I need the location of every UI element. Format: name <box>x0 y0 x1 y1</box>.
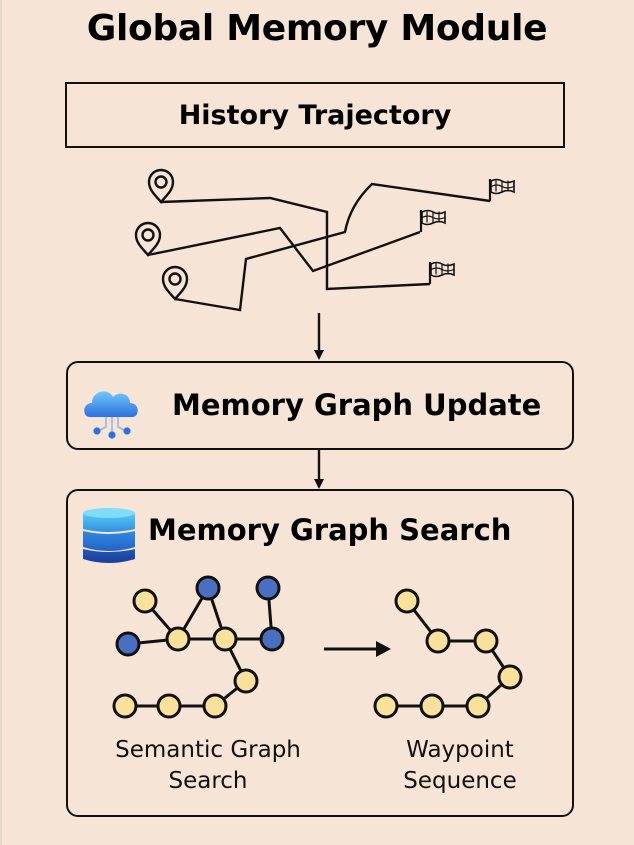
waypoint-node <box>419 693 445 719</box>
graph-node-blue <box>195 575 221 601</box>
graph-node-blue <box>255 575 281 601</box>
history-trajectory-box: History Trajectory <box>65 82 565 148</box>
caption-line: Semantic Graph <box>115 737 301 763</box>
memory-graph-update-box: Memory Graph Update <box>66 361 574 450</box>
checkered-flag-icon <box>488 177 516 203</box>
waypoint-sequence-caption: Waypoint Sequence <box>360 735 560 797</box>
map-pin-icon <box>134 221 162 257</box>
arrow-head <box>376 641 391 657</box>
memory-graph-update-label: Memory Graph Update <box>172 388 542 422</box>
graph-node-yellow <box>212 626 238 652</box>
semantic-graph-nodes <box>112 575 285 719</box>
graph-illustrations <box>112 575 523 719</box>
graph-node-yellow <box>132 588 158 614</box>
memory-graph-search-label: Memory Graph Search <box>148 513 512 547</box>
graph-node-yellow <box>233 668 259 694</box>
checkered-flag-icon <box>428 260 456 286</box>
waypoint-node <box>473 628 499 654</box>
trajectory-path-1 <box>160 196 431 291</box>
caption-line: Sequence <box>403 768 517 794</box>
caption-line: Waypoint <box>406 737 514 763</box>
graph-node-yellow <box>165 626 191 652</box>
graph-node-yellow <box>112 693 138 719</box>
caption-line: Search <box>168 768 248 794</box>
graph-node-blue <box>115 631 141 657</box>
waypoint-sequence-nodes <box>373 588 523 719</box>
map-pin-icon <box>161 265 189 301</box>
checkered-flag-icon <box>419 208 447 234</box>
waypoint-node <box>394 588 420 614</box>
memory-graph-search-box: Memory Graph Search <box>66 489 574 817</box>
cloud-network-icon <box>84 391 138 439</box>
graph-node-blue <box>259 626 285 652</box>
trajectory-path-3 <box>174 182 491 312</box>
trajectory-path-2 <box>147 226 421 273</box>
history-trajectory-label: History Trajectory <box>178 99 452 131</box>
diagram-title: Global Memory Module <box>86 8 548 49</box>
waypoint-node <box>425 628 451 654</box>
graph-node-yellow <box>202 693 228 719</box>
semantic-graph-search-caption: Semantic Graph Search <box>98 735 318 797</box>
map-pin-icon <box>147 168 175 204</box>
waypoint-node <box>373 693 399 719</box>
waypoint-node <box>497 664 523 690</box>
left-edge-strip <box>0 0 2 845</box>
graph-node-yellow <box>156 693 182 719</box>
waypoint-sequence-edges <box>386 600 512 708</box>
database-icon <box>83 508 135 563</box>
waypoint-node <box>465 693 491 719</box>
